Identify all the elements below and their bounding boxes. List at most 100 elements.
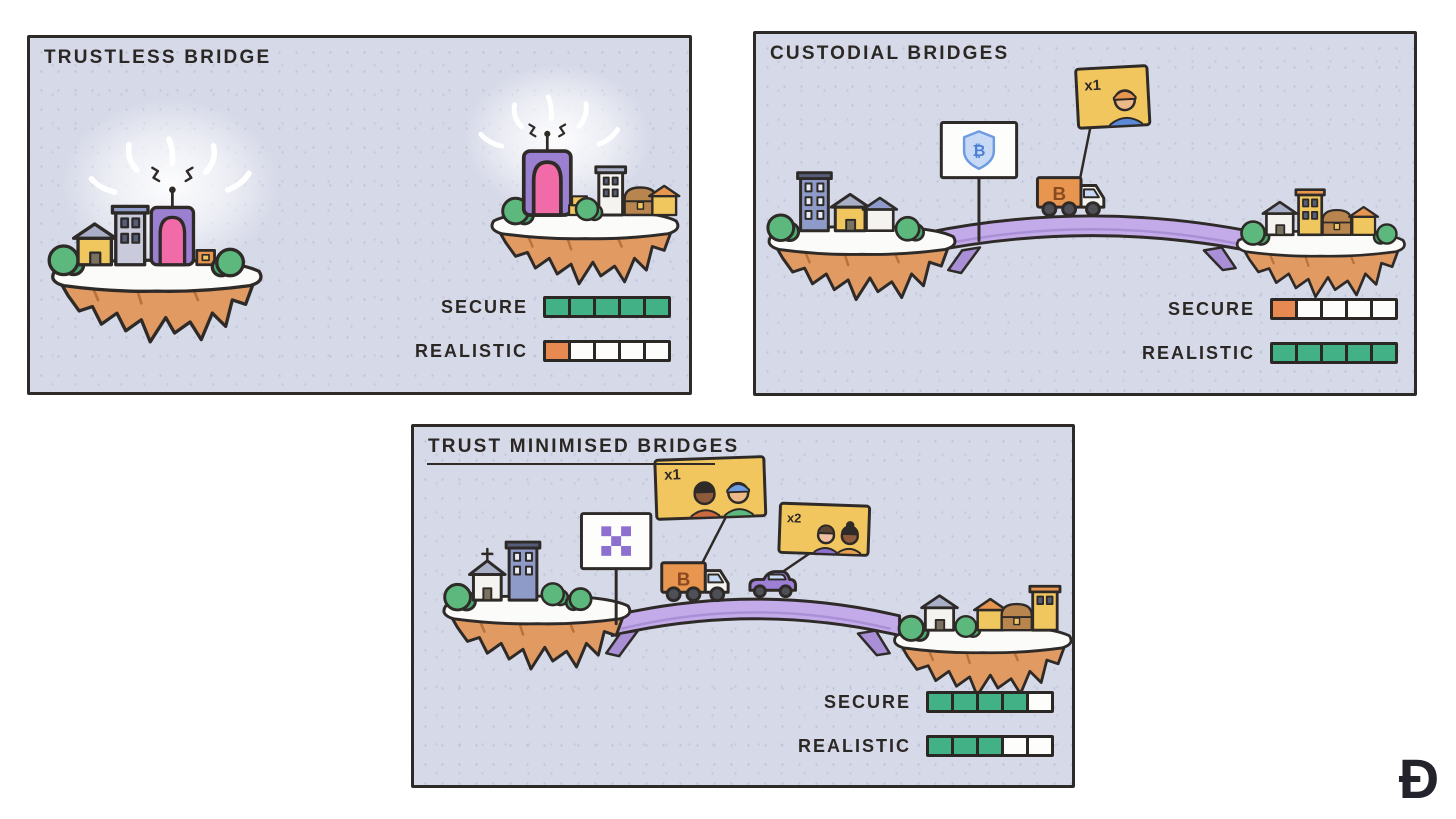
card-pointer-line xyxy=(700,515,728,566)
rating-bar xyxy=(926,691,1054,713)
rating-segment xyxy=(596,343,621,359)
rating-segment xyxy=(646,343,668,359)
church-house xyxy=(468,547,507,602)
checker-pattern-icon xyxy=(601,526,632,556)
rating-segment xyxy=(954,738,979,754)
crate xyxy=(195,249,216,267)
rating-bar xyxy=(1270,342,1398,364)
panel-title: CUSTODIAL BRIDGES xyxy=(770,43,1010,64)
bitcoin-symbol: ₿ xyxy=(973,142,986,160)
person-icon xyxy=(1109,89,1144,128)
person-icon xyxy=(724,481,754,518)
custodial-bridges-scene: ₿ B x1 xyxy=(766,64,1406,302)
bush xyxy=(897,614,930,642)
bush xyxy=(574,196,604,222)
shield-icon xyxy=(962,130,996,170)
rating-segment xyxy=(1273,301,1298,317)
house xyxy=(71,222,118,267)
panel-trust-minimised-bridges: TRUST MINIMISED BRIDGES xyxy=(411,424,1075,788)
rating-label: REALISTIC xyxy=(797,735,911,756)
rating-segment xyxy=(646,299,668,315)
bush xyxy=(443,582,477,612)
rating-row: SECURE xyxy=(1168,298,1398,320)
bush xyxy=(540,582,570,607)
house xyxy=(1261,200,1299,237)
rating-segment xyxy=(621,299,646,315)
bridge-supports xyxy=(605,629,891,658)
trustless-bridge-scene xyxy=(47,64,681,344)
rating-segment xyxy=(1029,694,1051,710)
rating-segment xyxy=(1004,738,1029,754)
validator-card: x1 xyxy=(653,455,768,521)
panel-trustless-bridge: TRUSTLESS BRIDGE xyxy=(27,35,692,395)
rating-row: SECURE xyxy=(824,691,1054,713)
left-island xyxy=(766,171,957,302)
car xyxy=(748,570,798,599)
rating-segment xyxy=(1029,738,1051,754)
person-icon xyxy=(690,481,721,520)
tower xyxy=(1028,584,1062,632)
rating-segment xyxy=(929,738,954,754)
rating-segment xyxy=(1373,301,1395,317)
rating-label: SECURE xyxy=(440,296,528,317)
validator-card: x1 xyxy=(1074,64,1152,130)
rating-label: SECURE xyxy=(823,691,911,712)
tower xyxy=(504,540,542,602)
validator-count: x1 xyxy=(664,467,681,484)
panel-custodial-bridges: CUSTODIAL BRIDGES xyxy=(753,31,1417,396)
chest-house xyxy=(1321,208,1353,236)
logo-glyph: Ð xyxy=(1399,748,1439,810)
bridge-supports xyxy=(947,246,1237,275)
rating-bar xyxy=(926,735,1054,757)
house xyxy=(829,192,871,233)
tower xyxy=(796,171,833,233)
rating-segment xyxy=(979,738,1004,754)
rating-row: REALISTIC xyxy=(415,340,671,362)
bush xyxy=(564,587,593,612)
bridge xyxy=(610,597,902,637)
title-underline xyxy=(427,463,715,465)
portal-gateway xyxy=(149,186,196,267)
rating-segment xyxy=(1004,694,1029,710)
rating-row: REALISTIC xyxy=(1142,342,1398,364)
rating-segment xyxy=(571,299,596,315)
house xyxy=(920,594,959,632)
checkered-billboard xyxy=(579,512,653,626)
rating-segment xyxy=(546,343,571,359)
right-island xyxy=(1235,188,1406,299)
tower xyxy=(1294,188,1326,237)
chest-house xyxy=(1000,602,1033,632)
rating-segment xyxy=(979,694,1004,710)
btc-truck: B xyxy=(1035,176,1106,217)
vibration-marks xyxy=(151,166,194,183)
rating-segment xyxy=(1273,345,1298,361)
house xyxy=(861,196,899,233)
bush xyxy=(894,215,926,242)
person-icon xyxy=(813,524,838,556)
rating-segment xyxy=(571,343,596,359)
rating-segment xyxy=(1298,345,1323,361)
left-island xyxy=(47,98,279,344)
rating-segment xyxy=(621,343,646,359)
rating-segment xyxy=(1323,301,1348,317)
tower xyxy=(110,204,150,267)
publisher-logo-icon: Ð xyxy=(1399,747,1439,810)
btc-truck: B xyxy=(660,561,730,603)
rating-row: SECURE xyxy=(441,296,671,318)
truck-cargo-symbol: B xyxy=(1052,183,1066,204)
validator-count: x1 xyxy=(1084,78,1101,95)
house xyxy=(647,184,681,217)
rating-segment xyxy=(929,694,954,710)
panel-title: TRUSTLESS BRIDGE xyxy=(44,47,272,68)
vibration-marks xyxy=(528,123,567,138)
rating-bar xyxy=(543,340,671,362)
rating-segment xyxy=(596,299,621,315)
house xyxy=(1348,205,1380,236)
ratings: SECURE REALISTIC xyxy=(1142,298,1398,364)
ratings: SECURE REALISTIC xyxy=(798,691,1054,757)
person-icon xyxy=(837,521,862,557)
right-island xyxy=(893,584,1072,697)
tower xyxy=(594,165,628,217)
bush xyxy=(1240,220,1271,246)
truck-cargo-symbol: B xyxy=(677,568,691,589)
